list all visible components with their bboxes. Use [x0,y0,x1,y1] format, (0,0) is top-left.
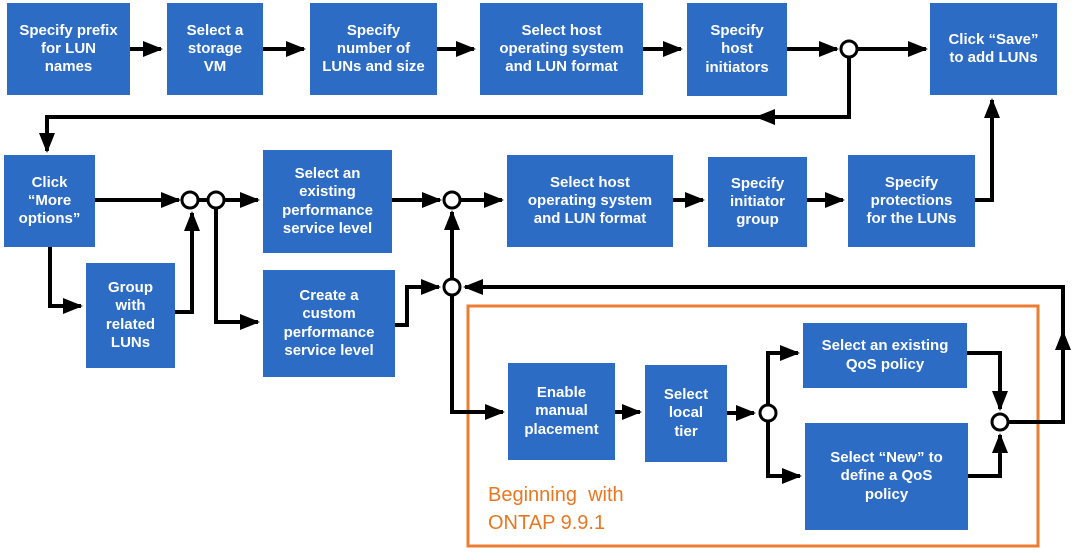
junction-circle-psl-upper [442,190,462,210]
junction-circle-psl-lower [442,277,462,297]
step-select-host-os-top: Select host operating system and LUN for… [480,3,643,95]
step-click-more-options: Click “More options” [4,155,95,247]
step-specify-host-initiators: Specify host initiators [687,3,787,96]
step-select-local-tier: Select local tier [645,365,727,462]
step-select-existing-qos: Select an existing QoS policy [803,323,967,388]
junction-circle-local-tier [758,403,778,423]
step-enable-manual-placement: Enable manual placement [508,363,615,460]
connector-protections-to-save [975,98,1000,202]
step-click-save: Click “Save” to add LUNs [930,3,1057,95]
step-specify-prefix: Specify prefix for LUN names [7,3,130,95]
connector-group-to-junction [175,211,200,314]
step-specify-protections: Specify protections for the LUNs [848,155,975,247]
ontap-991-group-border [466,304,1040,548]
junction-circle-more-options-a [180,190,200,210]
ontap-991-callout-label: Beginning with ONTAP 9.9.1 [488,484,624,534]
step-select-existing-psl: Select an existing performance service l… [263,150,392,253]
connector-junction-to-manual-placement [450,295,505,420]
connector-new-qos-to-junction [966,433,1008,478]
connector-junction-to-custom-psl [214,208,260,330]
step-select-host-os-mid: Select host operating system and LUN for… [507,155,673,247]
step-create-custom-psl: Create a custom performance service leve… [263,270,395,377]
connector-custom-psl-to-junction [395,279,441,327]
connector-more-options-to-group [48,247,83,314]
junction-circle-qos [990,412,1010,432]
step-select-storage-vm: Select a storage VM [167,3,263,95]
step-select-new-qos: Select “New” to define a QoS policy [805,423,968,530]
connector-existing-qos-to-junction [967,351,1008,411]
step-specify-initiator-group: Specify initiator group [708,157,807,247]
step-group-related-luns: Group with related LUNs [86,263,175,368]
connector-junction-to-new-qos [766,421,802,484]
junction-circle-top [839,39,859,59]
junction-circle-more-options-b [206,190,226,210]
connector-junction-to-existing-qos [766,345,800,405]
connector-junction-to-more-options [39,57,851,153]
step-specify-number-of-luns: Specify number of LUNs and size [310,3,437,95]
